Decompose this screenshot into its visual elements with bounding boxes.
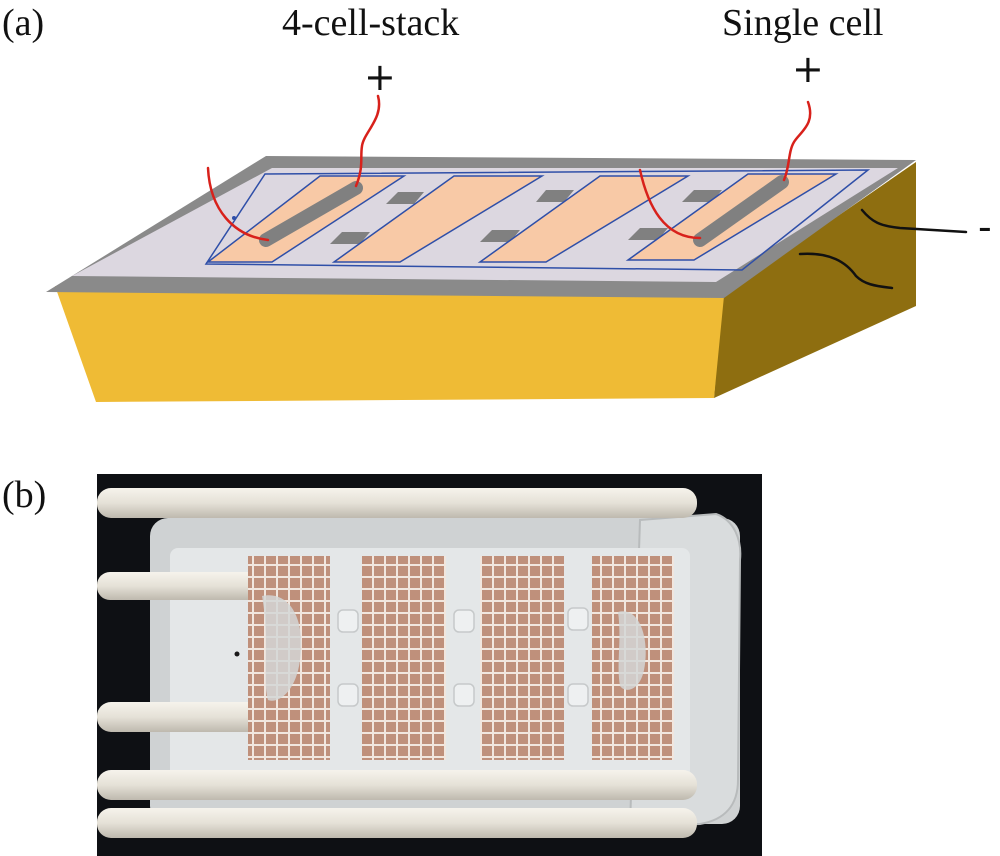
interconnect [480, 230, 520, 242]
lead-single-left [638, 168, 702, 240]
interconnect-bump [453, 609, 475, 633]
panel-b-label: (b) [2, 474, 47, 516]
interconnect-bump [337, 609, 359, 633]
cell-2 [331, 175, 545, 263]
block-side-face [714, 162, 916, 398]
current-collector-right [693, 175, 789, 247]
four-cell-stack-title: 4-cell-stack [282, 2, 460, 44]
silver-paste-right [618, 611, 646, 690]
cell-3 [477, 175, 691, 263]
current-collector-left [259, 181, 363, 247]
ceramic-tube-lower [97, 770, 697, 800]
mesh-cell-3 [480, 556, 564, 760]
single-cell-positive-sign: + [792, 47, 824, 91]
interconnect-bump [567, 607, 589, 631]
ceramic-tube-middle [97, 702, 287, 732]
single-cell-title: Single cell [722, 2, 884, 44]
electrode-outline [204, 169, 871, 271]
marker-dot [232, 216, 236, 220]
interconnect-bump [337, 683, 359, 707]
interconnect-bump [453, 683, 475, 707]
lead-stack-positive [354, 94, 381, 188]
schematic-diagram [46, 94, 968, 402]
lead-single-positive [782, 100, 812, 182]
negative-sign: - [978, 205, 992, 249]
lead-stack-left [206, 166, 270, 242]
interconnect [628, 228, 668, 240]
mesh-cell-2 [362, 556, 446, 760]
interconnect [330, 232, 370, 244]
panel-a-label: (a) [2, 2, 45, 44]
lead-negative-upper [860, 208, 968, 234]
ceramic-tube-bottom [97, 808, 697, 838]
ceramic-tube-upper [97, 572, 267, 600]
interconnect-bump [567, 683, 589, 707]
block-front-face [55, 286, 724, 402]
stack-positive-sign: + [364, 55, 396, 99]
marker-dot [234, 651, 240, 657]
lead-negative-lower [798, 252, 894, 290]
interconnect [386, 192, 424, 204]
ceramic-tube-top [97, 488, 697, 518]
silver-paste-left [262, 595, 302, 701]
interconnect [536, 190, 574, 202]
